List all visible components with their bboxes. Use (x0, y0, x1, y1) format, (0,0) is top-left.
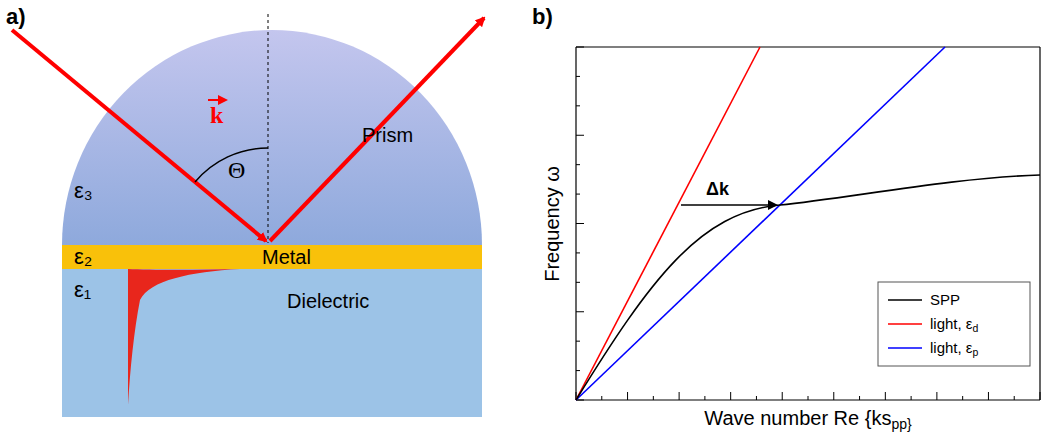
permittivity-label: ε₂ (74, 246, 92, 268)
metal-layer (62, 245, 482, 269)
panel-label: b) (532, 6, 553, 28)
reflected-ray (270, 18, 484, 241)
legend-line (888, 299, 922, 301)
panel-label: a) (6, 6, 26, 28)
legend-text: light, εp (930, 340, 978, 358)
region-name: Metal (262, 247, 311, 267)
delta-k-arrow (681, 204, 776, 206)
delta-k-label: Δk (706, 180, 729, 198)
angle-arc (195, 148, 268, 182)
permittivity-label: ε₃ (74, 180, 93, 202)
metal-region: ε₂ Metal (62, 245, 482, 269)
vector-arrow (208, 99, 226, 101)
legend-line (888, 347, 922, 349)
ticks (576, 47, 1040, 400)
frame (1039, 47, 1040, 400)
incident-ray (12, 30, 266, 241)
legend-box (878, 282, 1030, 366)
legend-text: light, εd (930, 316, 978, 334)
dielectric-region: ε₁ Dielectric (62, 269, 482, 417)
normal-line (268, 14, 269, 243)
legend-text: SPP (930, 292, 960, 307)
vector-label: k (210, 103, 223, 127)
region-name: Prism (362, 125, 413, 145)
spp-curve (576, 175, 1040, 400)
frame (576, 46, 1040, 47)
angle-label: Θ (228, 158, 245, 182)
permittivity-label: ε₁ (74, 279, 91, 301)
legend-line (888, 323, 922, 325)
axis-title: Wave number Re {kspp} (704, 408, 911, 431)
plasmon-field (128, 269, 240, 405)
prism-region: Prism ε₃ (62, 30, 482, 245)
region-name: Dielectric (287, 291, 369, 311)
prism-shape (62, 30, 482, 245)
axis-title: Frequency ω (542, 166, 562, 282)
dielectric-layer (62, 269, 482, 417)
light-line-d (576, 47, 760, 400)
